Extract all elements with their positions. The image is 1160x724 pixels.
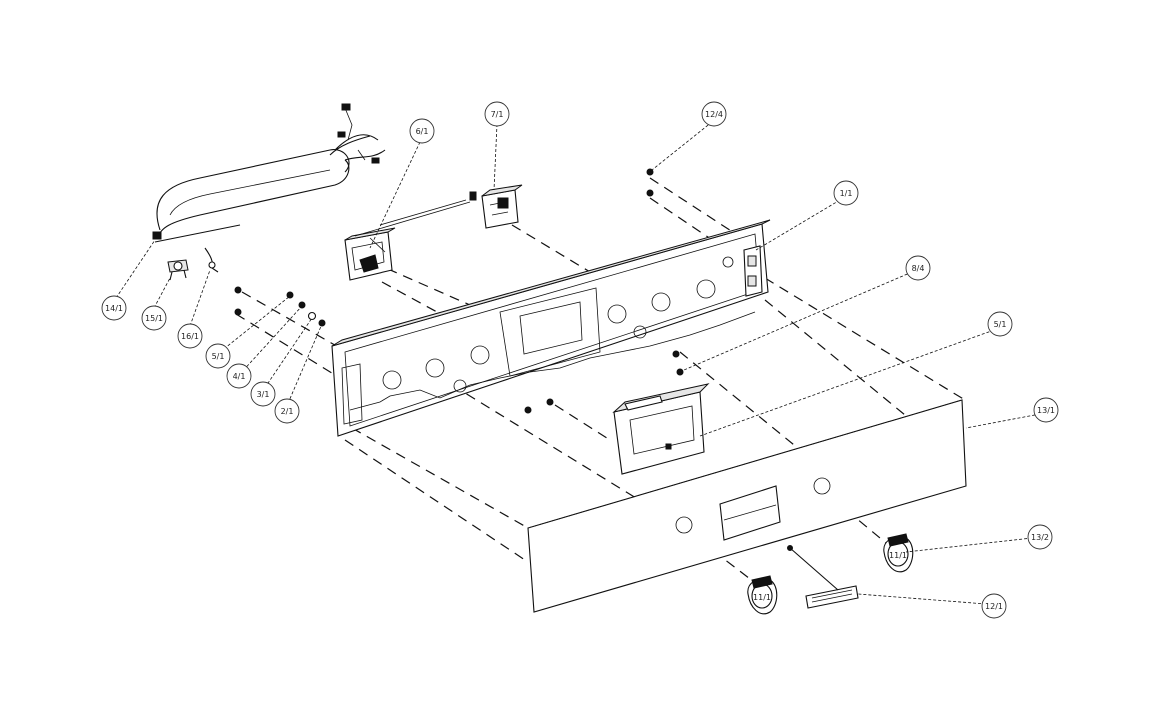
callout-11-1-right: 11/1 (889, 551, 907, 560)
callout-8-4: 8/4 (905, 255, 931, 281)
sensor-part (204, 247, 219, 273)
wire-harness-part (152, 103, 386, 243)
thermostat-part (379, 184, 523, 229)
callout-4-1: 4/1 (226, 363, 252, 389)
callout-13-1: 13/1 (1033, 397, 1059, 423)
callout-5-1-right-label: 5/1 (994, 320, 1007, 329)
callout-2-1: 2/1 (274, 398, 300, 424)
leader-lines (115, 121, 1041, 605)
callout-2-1-label: 2/1 (281, 407, 294, 416)
callout-15-1: 15/1 (141, 305, 167, 331)
timer-display-part (612, 383, 710, 475)
callout-14-1: 14/1 (101, 295, 127, 321)
callout-4-1-label: 4/1 (233, 372, 246, 381)
callout-12-4-label: 12/4 (705, 110, 723, 119)
callout-15-1-label: 15/1 (145, 314, 163, 323)
callout-12-1: 12/1 (981, 593, 1007, 619)
small-fasteners-part (234, 286, 326, 327)
callout-8-4-label: 8/4 (912, 264, 925, 273)
callout-13-2-label: 13/2 (1031, 533, 1049, 542)
callout-16-1-label: 16/1 (181, 332, 199, 341)
callout-6-1-label: 6/1 (416, 127, 429, 136)
callout-1-1: 1/1 (833, 180, 859, 206)
callout-5-1-left: 5/1 (205, 343, 231, 369)
callout-11-1-left: 11/1 (753, 593, 771, 602)
callout-5-1-left-label: 5/1 (212, 352, 225, 361)
callout-5-1-right: 5/1 (987, 311, 1013, 337)
callout-7-1: 7/1 (484, 101, 510, 127)
callout-3-1-label: 3/1 (257, 390, 270, 399)
callout-12-1-label: 12/1 (985, 602, 1003, 611)
indicator-light-part (787, 545, 859, 609)
knob-right-part (883, 533, 914, 573)
callout-13-2: 13/2 (1027, 524, 1053, 550)
callout-16-1: 16/1 (177, 323, 203, 349)
control-panel-frame (331, 219, 771, 437)
callout-14-1-label: 14/1 (105, 304, 123, 313)
callout-7-1-label: 7/1 (491, 110, 504, 119)
screws-part (524, 168, 684, 414)
callout-3-1: 3/1 (250, 381, 276, 407)
callout-11-1-left-label: 11/1 (753, 593, 771, 602)
callout-1-1-label: 1/1 (840, 189, 853, 198)
front-fascia-panel (527, 399, 967, 613)
callout-11-1-right-label: 11/1 (889, 551, 907, 560)
callout-13-1-label: 13/1 (1037, 406, 1055, 415)
selector-switch-part (344, 201, 471, 281)
callout-6-1: 6/1 (409, 118, 435, 144)
thermal-fuse-part (167, 259, 189, 281)
knob-left-part (747, 575, 778, 615)
callout-12-4: 12/4 (701, 101, 727, 127)
